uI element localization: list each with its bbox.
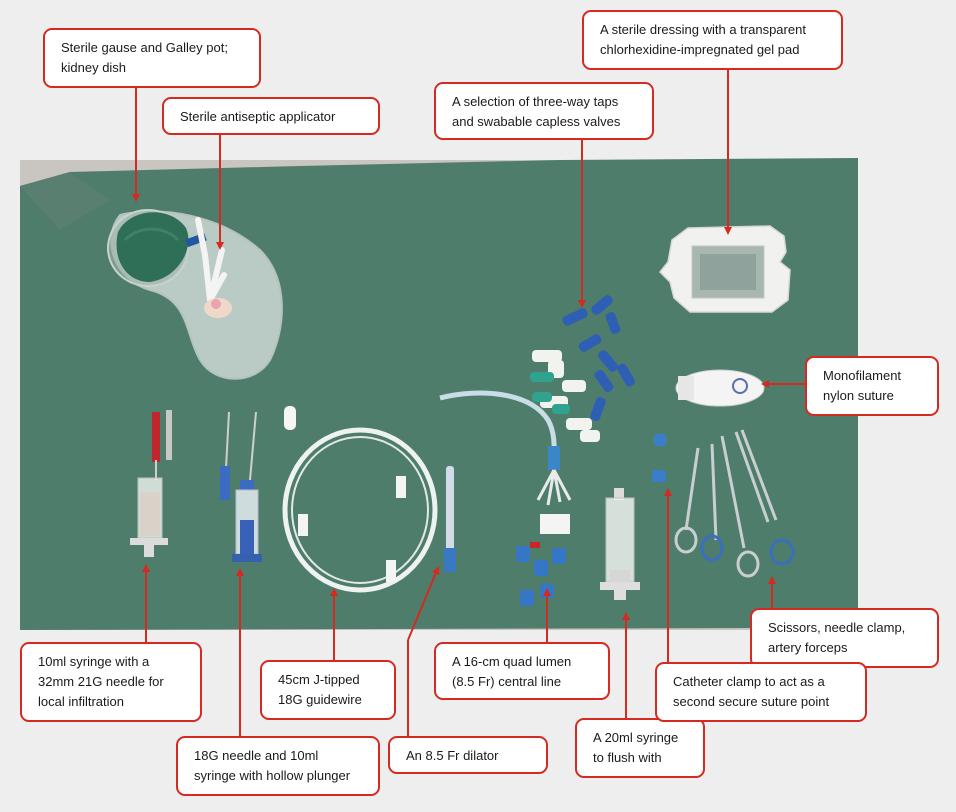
label-needle18: 18G needle and 10ml syringe with hollow …: [176, 736, 380, 796]
label-clamp: Catheter clamp to act as a second secure…: [655, 662, 867, 722]
antiseptic-applicator-illustration: [195, 217, 232, 318]
label-dressing: A sterile dressing with a transparent ch…: [582, 10, 843, 70]
catheter-clamp-illustration: [652, 434, 666, 482]
label-suture: Monofilament nylon suture: [805, 356, 939, 416]
three-way-taps-illustration: [530, 295, 635, 442]
dilator-illustration: [444, 466, 456, 572]
label-syringe20: A 20ml syringe to flush with: [575, 718, 705, 778]
label-syringe10: 10ml syringe with a 32mm 21G needle for …: [20, 642, 202, 722]
syringe-18g-illustration: [220, 411, 262, 562]
label-taps: A selection of three-way taps and swabab…: [434, 82, 654, 140]
label-dilator: An 8.5 Fr dilator: [388, 736, 548, 774]
drape-fold: [20, 172, 110, 230]
label-guidewire: 45cm J-tipped 18G guidewire: [260, 660, 396, 720]
kidney-dish-illustration: [107, 209, 283, 380]
guidewire-illustration: [282, 406, 438, 593]
syringe-10ml-illustration: [130, 410, 172, 557]
arrow-dilator-b: [407, 566, 440, 641]
label-scissors: Scissors, needle clamp, artery forceps: [750, 608, 939, 668]
label-gauze: Sterile gause and Galley pot; kidney dis…: [43, 28, 261, 88]
suture-packet-illustration: [675, 369, 765, 407]
label-antiseptic: Sterile antiseptic applicator: [162, 97, 380, 135]
dressing-illustration: [658, 225, 791, 313]
label-central-line: A 16-cm quad lumen (8.5 Fr) central line: [434, 642, 610, 700]
instruments-illustration: [674, 429, 795, 578]
callout-arrows: [132, 68, 805, 736]
syringe-20ml-illustration: [600, 488, 640, 600]
